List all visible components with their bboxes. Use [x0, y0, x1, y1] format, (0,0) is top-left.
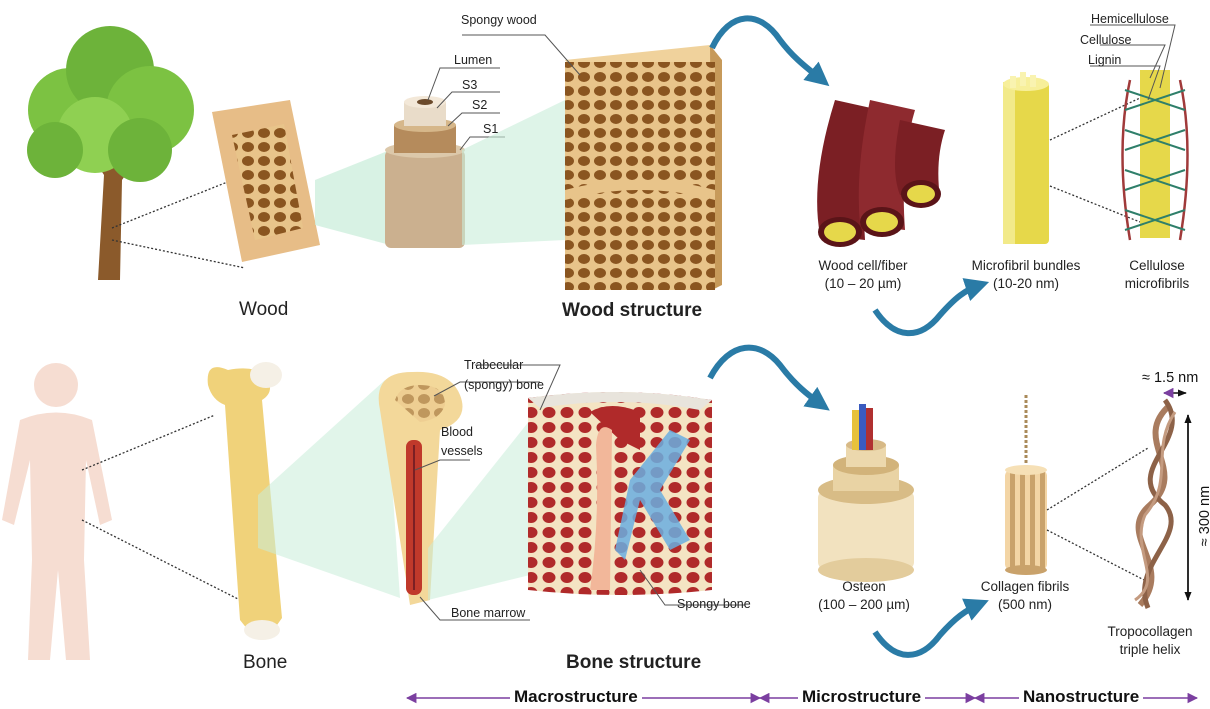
flow-arrow [710, 348, 822, 405]
width-dimension-label: ≈ 1.5 nm [1142, 370, 1198, 386]
macrostructure-label: Macrostructure [510, 687, 642, 707]
osteon [818, 404, 914, 582]
wood-label: Wood [239, 299, 288, 321]
zoom-cone [462, 100, 565, 245]
zoom-line [112, 240, 245, 268]
lignin-label: Lignin [1088, 53, 1121, 68]
tree-illustration [27, 26, 194, 280]
cellulose-microfibrils [1123, 70, 1188, 240]
osteon-caption: Osteon(100 – 200 µm) [808, 578, 920, 614]
s2-label: S2 [472, 98, 487, 113]
cell-wall-layers [385, 96, 465, 248]
human-silhouette [2, 363, 112, 660]
microstructure-label: Microstructure [798, 687, 925, 707]
spongy-wood-label: Spongy wood [461, 13, 537, 28]
cellulose-microfibrils-caption: Cellulosemicrofibrils [1112, 257, 1202, 293]
wood-fibers [817, 100, 945, 247]
tropocollagen-caption: Tropocollagentriple helix [1100, 623, 1200, 659]
zoom-cone [258, 380, 400, 598]
cellulose-label: Cellulose [1080, 33, 1131, 48]
spongy-bone-label: Spongy bone [677, 597, 751, 612]
bone-structure-title: Bone structure [566, 652, 701, 674]
zoom-line [1047, 448, 1148, 510]
spongy-wood-block [565, 45, 722, 290]
zoom-line [82, 520, 240, 600]
collagen-fibril [1005, 395, 1047, 575]
bone-label: Bone [243, 652, 287, 674]
flow-arrow [712, 18, 822, 80]
s1-label: S1 [483, 122, 498, 137]
hemicellulose-label: Hemicellulose [1091, 12, 1169, 27]
microfibril-bundle [1003, 72, 1049, 244]
s3-leader [437, 92, 500, 108]
wood-structure-title: Wood structure [562, 300, 702, 322]
zoom-line [82, 415, 215, 470]
zoom-line [1047, 530, 1148, 582]
length-dimension-label: ≈ 300 nm [1197, 476, 1210, 556]
bone-marrow-label: Bone marrow [451, 606, 525, 621]
blood-vessels-label: Bloodvessels [441, 423, 483, 461]
collagen-fibrils-caption: Collagen fibrils(500 nm) [970, 578, 1080, 614]
wood-cell-caption: Wood cell/fiber(10 – 20 µm) [808, 257, 918, 293]
zoom-cone [315, 150, 390, 245]
tropocollagen-helix [1135, 400, 1175, 608]
lumen-label: Lumen [454, 53, 492, 68]
zoom-line [112, 175, 245, 228]
wood-block [212, 100, 320, 262]
bone-structure-block [528, 392, 712, 595]
trabecular-label: Trabecular(spongy) bone [464, 355, 544, 395]
s3-label: S3 [462, 78, 477, 93]
microfibril-caption: Microfibril bundles(10-20 nm) [962, 257, 1090, 293]
nanostructure-label: Nanostructure [1019, 687, 1143, 707]
